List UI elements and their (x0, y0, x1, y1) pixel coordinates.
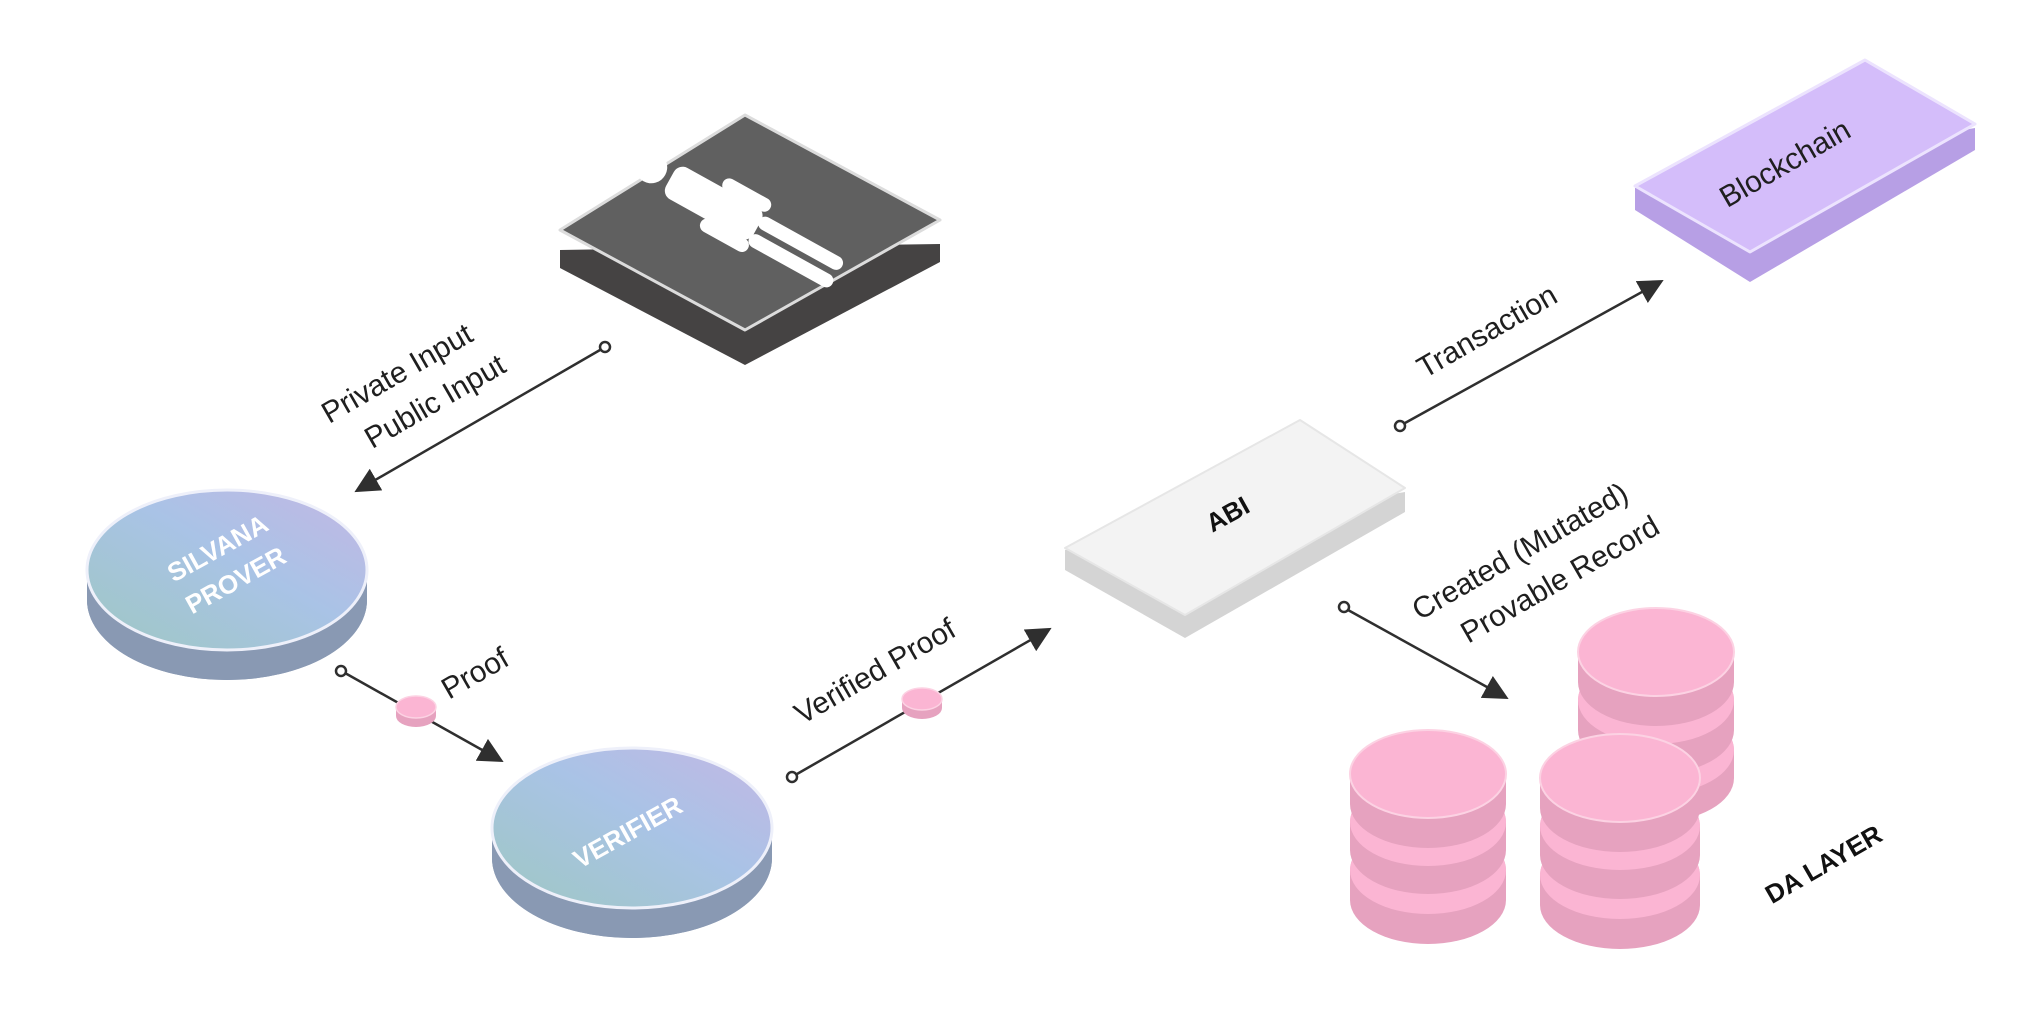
proof-label: Proof (436, 641, 515, 706)
edge-transaction: Transaction (1393, 279, 1664, 433)
db-stack-left (1349, 729, 1507, 944)
user-node (558, 113, 942, 365)
person-icon (635, 151, 844, 288)
edge-verified-proof: Verified Proof (785, 612, 1052, 784)
db-stack-right (1539, 733, 1701, 949)
abi-node: ABI (1064, 419, 1406, 638)
blockchain-node: Blockchain (1633, 58, 1977, 282)
da-layer-label: DA LAYER (1760, 819, 1887, 910)
verified-proof-token (901, 687, 943, 719)
edge-inputs: Private Input Public Input (316, 317, 612, 493)
edge-proof: Proof (334, 641, 515, 763)
transaction-label: Transaction (1412, 279, 1563, 385)
prover-node: SILVANA PROVER (85, 488, 369, 680)
proof-token (395, 695, 437, 727)
da-layer-node: DA LAYER (1349, 607, 1887, 949)
verifier-node: VERIFIER (490, 746, 774, 938)
